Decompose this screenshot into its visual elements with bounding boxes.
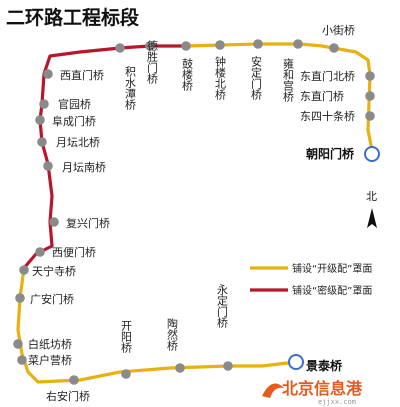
station-dot-andingmen — [253, 39, 263, 49]
label-dongzhimen: 东直门桥 — [300, 89, 344, 103]
station-dot-yuetan-nan — [43, 161, 53, 171]
label-guanyuan: 官园桥 — [58, 97, 91, 111]
legend-label-open: 铺设“开级配”罩面 — [292, 262, 372, 275]
label-tianningsi: 天宁寺桥 — [32, 264, 76, 278]
endpoint-marker-jingtai — [288, 354, 304, 370]
label-jingtai: 景泰桥 — [306, 358, 343, 373]
station-dot-yuetan-bei — [37, 137, 47, 147]
label-xizhimen: 西直门桥 — [60, 68, 104, 82]
station-dot-dongzhimen — [365, 91, 375, 101]
label-youanmen: 右安门桥 — [46, 389, 90, 403]
label-dongzhimen-bei: 东直门北桥 — [300, 69, 355, 83]
station-dot-xiaojieqiao — [329, 43, 339, 53]
station-dot-fuchengmen — [35, 115, 45, 125]
north-label: 北 — [366, 190, 377, 203]
watermark: 北京信息港 ejjxx.com — [262, 379, 363, 406]
watermark-logo-icon — [262, 383, 284, 398]
label-yuetan-bei: 月坛北桥 — [56, 136, 100, 149]
legend-label-dense: 铺设“密级配”罩面 — [292, 284, 372, 297]
label-yongdingmen: 永定门桥 — [216, 283, 229, 329]
station-dot-tianningsi — [19, 265, 29, 275]
label-xibianmen: 西便门桥 — [52, 245, 96, 259]
label-fuchengmen: 阜成门桥 — [52, 114, 96, 128]
label-deshengmen: 德胜门桥 — [146, 39, 159, 85]
legend: 铺设“开级配”罩面 铺设“密级配”罩面 — [250, 262, 372, 297]
label-andingmen: 安定门桥 — [250, 55, 263, 101]
endpoint-marker-chaoyangmen — [364, 146, 380, 162]
watermark-brand: 北京信息港 — [282, 379, 363, 398]
station-dot-jishuitan — [115, 43, 125, 53]
station-dot-yonghegong — [293, 39, 303, 49]
label-jishuitan: 积水潭桥 — [124, 66, 137, 111]
label-caihuying: 菜户营桥 — [28, 353, 72, 367]
station-dot-baizhifang — [13, 339, 23, 349]
station-dot-caihuying — [17, 355, 27, 365]
station-dot-kaiyang — [121, 369, 131, 379]
label-dongsishitiao: 东四十条桥 — [300, 109, 355, 123]
label-xiaojieqiao: 小街桥 — [322, 23, 355, 37]
label-zhonglou-bei: 钟楼北桥 — [214, 55, 227, 101]
map-title: 二环路工程标段 — [6, 6, 140, 29]
station-dot-gulou — [181, 41, 191, 51]
station-markers — [13, 39, 375, 385]
station-dot-taoran — [175, 363, 185, 373]
north-arrow-icon — [367, 208, 377, 228]
station-dot-dongsishitiao — [365, 111, 375, 121]
station-dot-deshengmen — [145, 41, 155, 51]
label-kaiyang: 开阳桥 — [120, 320, 133, 354]
label-yonghegong: 雍和宫桥 — [282, 57, 295, 103]
station-dot-dongzhimen-bei — [365, 71, 375, 81]
station-dot-yongdingmen — [223, 361, 233, 371]
station-dot-xizhimen — [43, 69, 53, 79]
watermark-url: ejjxx.com — [318, 398, 356, 406]
label-gulou: 鼓楼桥 — [181, 57, 194, 92]
route-open-section-south — [16, 267, 297, 384]
north-arrow: 北 — [366, 190, 377, 228]
label-chaoyangmen: 朝阳门桥 — [306, 146, 355, 161]
station-dot-zhonglou-bei — [215, 40, 225, 50]
label-baizhifang: 白纸坊桥 — [28, 337, 72, 351]
station-dot-youanmen — [69, 375, 79, 385]
station-dot-guanganmen — [15, 293, 25, 303]
label-yuetan-nan: 月坛南桥 — [62, 161, 106, 174]
label-guanganmen: 广安门桥 — [30, 292, 74, 306]
label-fuxingmen: 复兴门桥 — [66, 216, 110, 230]
route-dense-section — [22, 44, 186, 270]
label-taoran: 陶然桥 — [166, 317, 179, 352]
station-dot-xibianmen — [35, 247, 45, 257]
station-dot-fuxingmen — [49, 217, 59, 227]
station-dot-guanyuan — [39, 99, 49, 109]
